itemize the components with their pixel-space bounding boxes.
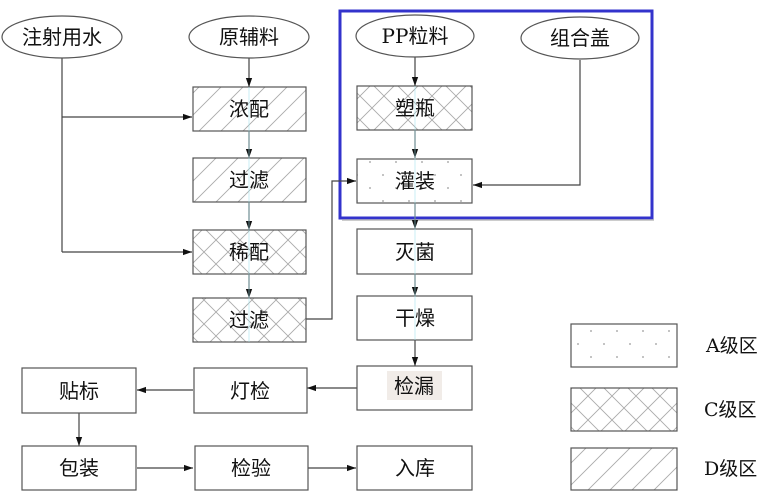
step-bottle: 塑瓶 [356,85,473,131]
step-leak-label: 检漏 [394,374,434,398]
input-pp: PP粒料 [355,14,475,58]
step-fill: 灌装 [356,158,473,204]
legend-item-a: A级区 [570,323,758,368]
step-store-box [356,445,473,491]
input-water: 注射用水 [1,15,123,59]
step-store: 入库 [356,445,473,491]
step-dry-box [356,295,473,341]
step-conc-box [192,86,307,132]
step-fill-box [356,158,473,204]
legend-swatch-a [570,323,678,368]
input-water-label: 注射用水 [22,25,102,49]
step-leak-text-bg [387,371,442,400]
step-filter1: 过滤 [192,157,307,203]
edge-filter2-fill [306,177,356,320]
input-cap-label: 组合盖 [550,26,610,50]
legend-label-d: D级区 [704,458,757,480]
step-bottle-box [356,85,473,131]
input-raw-label: 原辅料 [219,25,279,49]
input-cap: 组合盖 [520,16,640,60]
step-lamp: 灯检 [193,367,308,414]
step-label-label: 贴标 [59,379,99,403]
input-raw: 原辅料 [188,15,310,59]
legend-swatch-d [570,447,678,491]
input-pp-label: PP粒料 [382,24,449,48]
legend-item-c: C级区 [570,387,757,432]
connectors [61,57,581,472]
legend: A级区 C级区 D级区 [570,323,758,491]
legend-label-a: A级区 [705,335,758,357]
step-conc: 浓配 [192,86,307,132]
step-leak: 检漏 [356,365,473,411]
a-zone-frame [338,9,654,220]
step-label: 贴标 [21,367,137,414]
step-sterilize-box [356,228,473,275]
step-filter2-box [192,297,307,343]
input-water-shape [1,15,123,59]
step-filter2: 过滤 [192,297,307,343]
step-lamp-label: 灯检 [230,379,270,403]
legend-label-c: C级区 [704,399,757,421]
step-sterilize: 灭菌 [356,228,473,275]
edge-cap-fill [473,60,581,189]
step-pack: 包装 [21,445,137,491]
input-pp-shape [355,14,475,58]
step-store-label: 入库 [395,456,435,480]
step-filter1-box [192,157,307,203]
legend-item-d: D级区 [570,447,757,491]
step-dilute-box [192,229,307,275]
input-cap-shape [520,16,640,60]
step-label-box [21,367,137,414]
step-pack-label: 包装 [59,456,99,480]
step-inspect-box [194,445,309,491]
legend-swatch-c [570,387,678,432]
step-inspect-label: 检验 [231,456,271,480]
input-raw-shape [188,15,310,59]
step-pack-box [21,445,137,491]
step-dry: 干燥 [356,295,473,341]
step-dilute: 稀配 [192,229,307,275]
step-lamp-box [193,367,308,414]
step-inspect: 检验 [194,445,309,491]
